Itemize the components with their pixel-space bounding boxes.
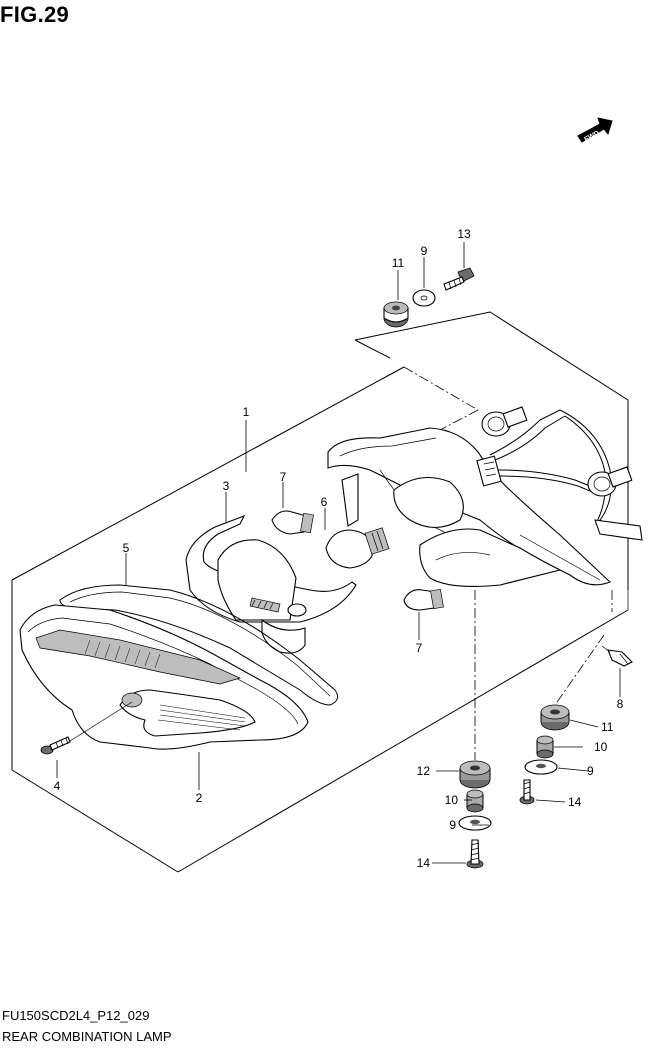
callout-8: 8: [617, 697, 624, 711]
wire-terminal: [601, 645, 633, 667]
callout-7-upper: 7: [280, 470, 287, 484]
callout-5: 5: [123, 541, 130, 555]
screw-right: [519, 779, 535, 805]
grommet-center: [459, 760, 491, 789]
callout-10-center: 10: [445, 793, 459, 807]
wedge-bulb-lower: [403, 588, 444, 611]
lens-hatching: [84, 639, 161, 669]
callout-11-top: 11: [392, 256, 405, 270]
callout-14-right: 14: [568, 795, 582, 809]
rubber-grommet-top: [383, 301, 409, 328]
lamp-housing: [327, 427, 612, 587]
lens-screw: [40, 701, 133, 755]
callout-13: 13: [457, 227, 471, 241]
washer-center: [458, 815, 492, 831]
figure-description: REAR COMBINATION LAMP: [2, 1029, 172, 1044]
alignment-guides: [403, 366, 613, 760]
screw-top: [443, 267, 475, 291]
stop-tail-bulb: [325, 527, 390, 569]
wiring-harness: [476, 406, 643, 541]
callout-9-right: 9: [587, 764, 594, 778]
outer-lens: [19, 604, 309, 750]
forward-direction-badge: FWD: [577, 117, 613, 144]
screw-center: [466, 839, 484, 869]
collar-right: [536, 735, 554, 759]
assembly-outline: [11, 311, 629, 873]
callout-9-center: 9: [449, 818, 456, 832]
reflector-ribs: [157, 704, 246, 731]
connector-block: [476, 455, 502, 487]
callout-10-right: 10: [594, 740, 608, 754]
callout-1: 1: [243, 405, 250, 419]
callout-6: 6: [321, 495, 328, 509]
collar-center: [466, 789, 484, 813]
callout-14-center: 14: [417, 856, 431, 870]
wedge-bulb-upper: [271, 510, 314, 535]
lens-gasket: [59, 584, 339, 706]
callout-9-top: 9: [421, 244, 428, 258]
figure-code: FU150SCD2L4_P12_029: [2, 1008, 150, 1023]
callout-4: 4: [54, 779, 61, 793]
bulb-socket-lower: [587, 466, 633, 497]
washer-top: [412, 289, 436, 307]
washer-right: [524, 759, 558, 775]
callout-11-right: 11: [601, 720, 614, 734]
inner-reflector: [185, 514, 357, 654]
leader-lines: [56, 242, 621, 864]
callout-2: 2: [196, 791, 203, 805]
bulb-socket-upper: [481, 406, 528, 437]
figure-title: FIG.29: [0, 2, 70, 27]
callout-3: 3: [223, 479, 230, 493]
callout-7-lower: 7: [416, 641, 423, 655]
callout-12: 12: [417, 764, 431, 778]
grommet-right: [540, 704, 570, 731]
